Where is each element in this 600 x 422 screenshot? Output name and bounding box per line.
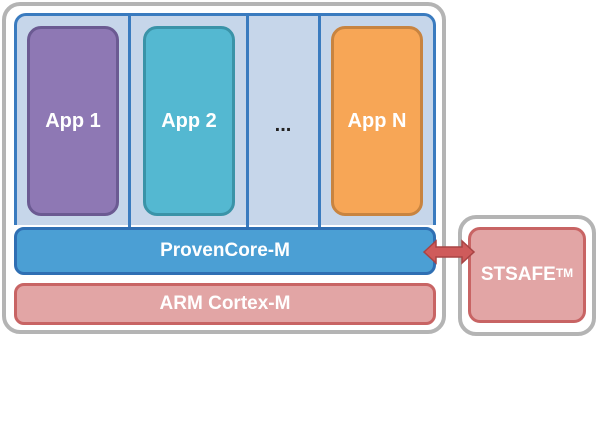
partition-divider — [246, 13, 249, 227]
bidirectional-arrow-icon — [422, 239, 476, 265]
partition-divider — [318, 13, 321, 227]
app-2-box: App 2 — [143, 26, 235, 216]
arm-cortex-label: ARM Cortex-M — [159, 293, 291, 314]
provencore-layer: ProvenCore-M — [14, 227, 436, 275]
provencore-label: ProvenCore-M — [160, 240, 290, 261]
app-n-label: App N — [347, 109, 407, 132]
stsafe-label: STSAFE — [480, 264, 556, 285]
partition-divider — [128, 13, 131, 227]
app-1-label: App 1 — [45, 109, 101, 132]
app-n-box: App N — [331, 26, 423, 216]
app-2-label: App 2 — [161, 109, 217, 132]
app-1-box: App 1 — [27, 26, 119, 216]
ellipsis: ... — [274, 113, 292, 136]
arm-cortex-layer: ARM Cortex-M — [14, 283, 436, 325]
trademark: TM — [555, 266, 574, 280]
